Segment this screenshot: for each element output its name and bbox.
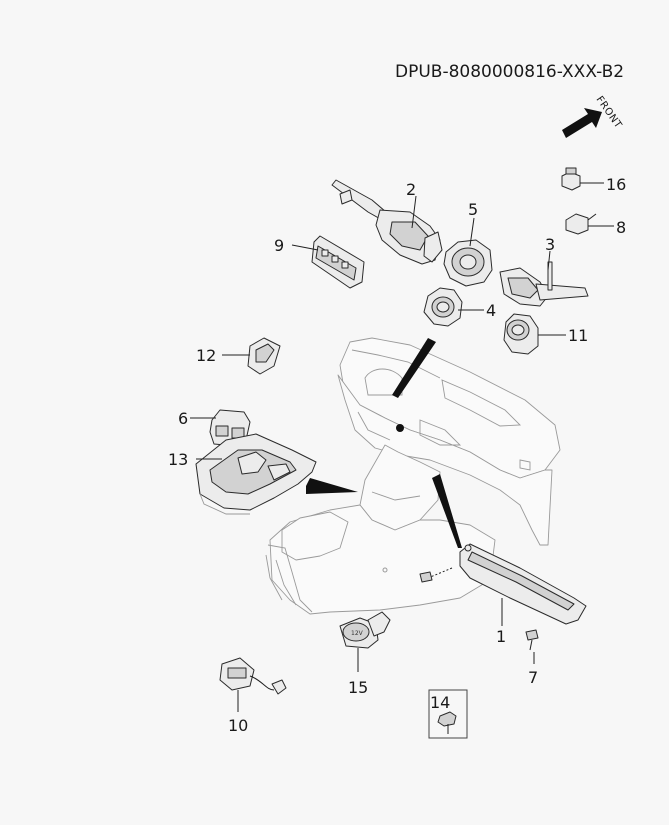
leader-wedge-steering: [392, 338, 436, 398]
part-5-clock-spring[interactable]: [443, 239, 493, 287]
screw-console: [419, 567, 453, 583]
part-9-switch-panel[interactable]: [311, 235, 365, 289]
part-12-switch[interactable]: [247, 337, 281, 375]
callout-1: 1: [496, 627, 506, 646]
callout-8: 8: [616, 218, 626, 237]
callout-10: 10: [228, 716, 248, 735]
document-code: DPUB-8080000816-XXX-B2: [395, 62, 624, 82]
part-15-power-socket[interactable]: 12V: [339, 611, 391, 649]
part-10-connector[interactable]: [219, 657, 287, 695]
callout-5: 5: [468, 200, 478, 219]
part-7-screw[interactable]: [525, 629, 539, 651]
callout-14: 14: [430, 693, 450, 712]
part-3-multifunction-switch[interactable]: [499, 261, 589, 307]
callout-2: 2: [406, 180, 416, 199]
leader-wedge-console: [306, 478, 358, 494]
callout-16: 16: [606, 175, 626, 194]
part-2-multifunction-switch[interactable]: [331, 179, 443, 265]
leader-wedge-crash-pad: [432, 474, 462, 548]
callout-7: 7: [528, 668, 538, 687]
part-16-switch[interactable]: [561, 167, 581, 191]
part-1-crash-pad-switch[interactable]: [459, 543, 587, 625]
part-14-bolt-box[interactable]: [428, 689, 468, 739]
part-13-console-panel[interactable]: [195, 433, 317, 515]
callout-3: 3: [545, 235, 555, 254]
socket-label: 12V: [351, 630, 364, 637]
callout-13: 13: [168, 450, 188, 469]
dashboard-outline: [265, 337, 561, 615]
part-11-start-stop-button[interactable]: [503, 313, 539, 355]
callout-9: 9: [274, 236, 284, 255]
callout-11: 11: [568, 326, 588, 345]
part-4-steering-ring[interactable]: [423, 287, 463, 327]
front-arrow-icon: [562, 108, 602, 138]
callout-15: 15: [348, 678, 368, 697]
callout-12: 12: [196, 346, 216, 365]
callout-6: 6: [178, 409, 188, 428]
callout-4: 4: [486, 301, 496, 320]
part-8-stop-lamp-switch[interactable]: [565, 213, 597, 235]
